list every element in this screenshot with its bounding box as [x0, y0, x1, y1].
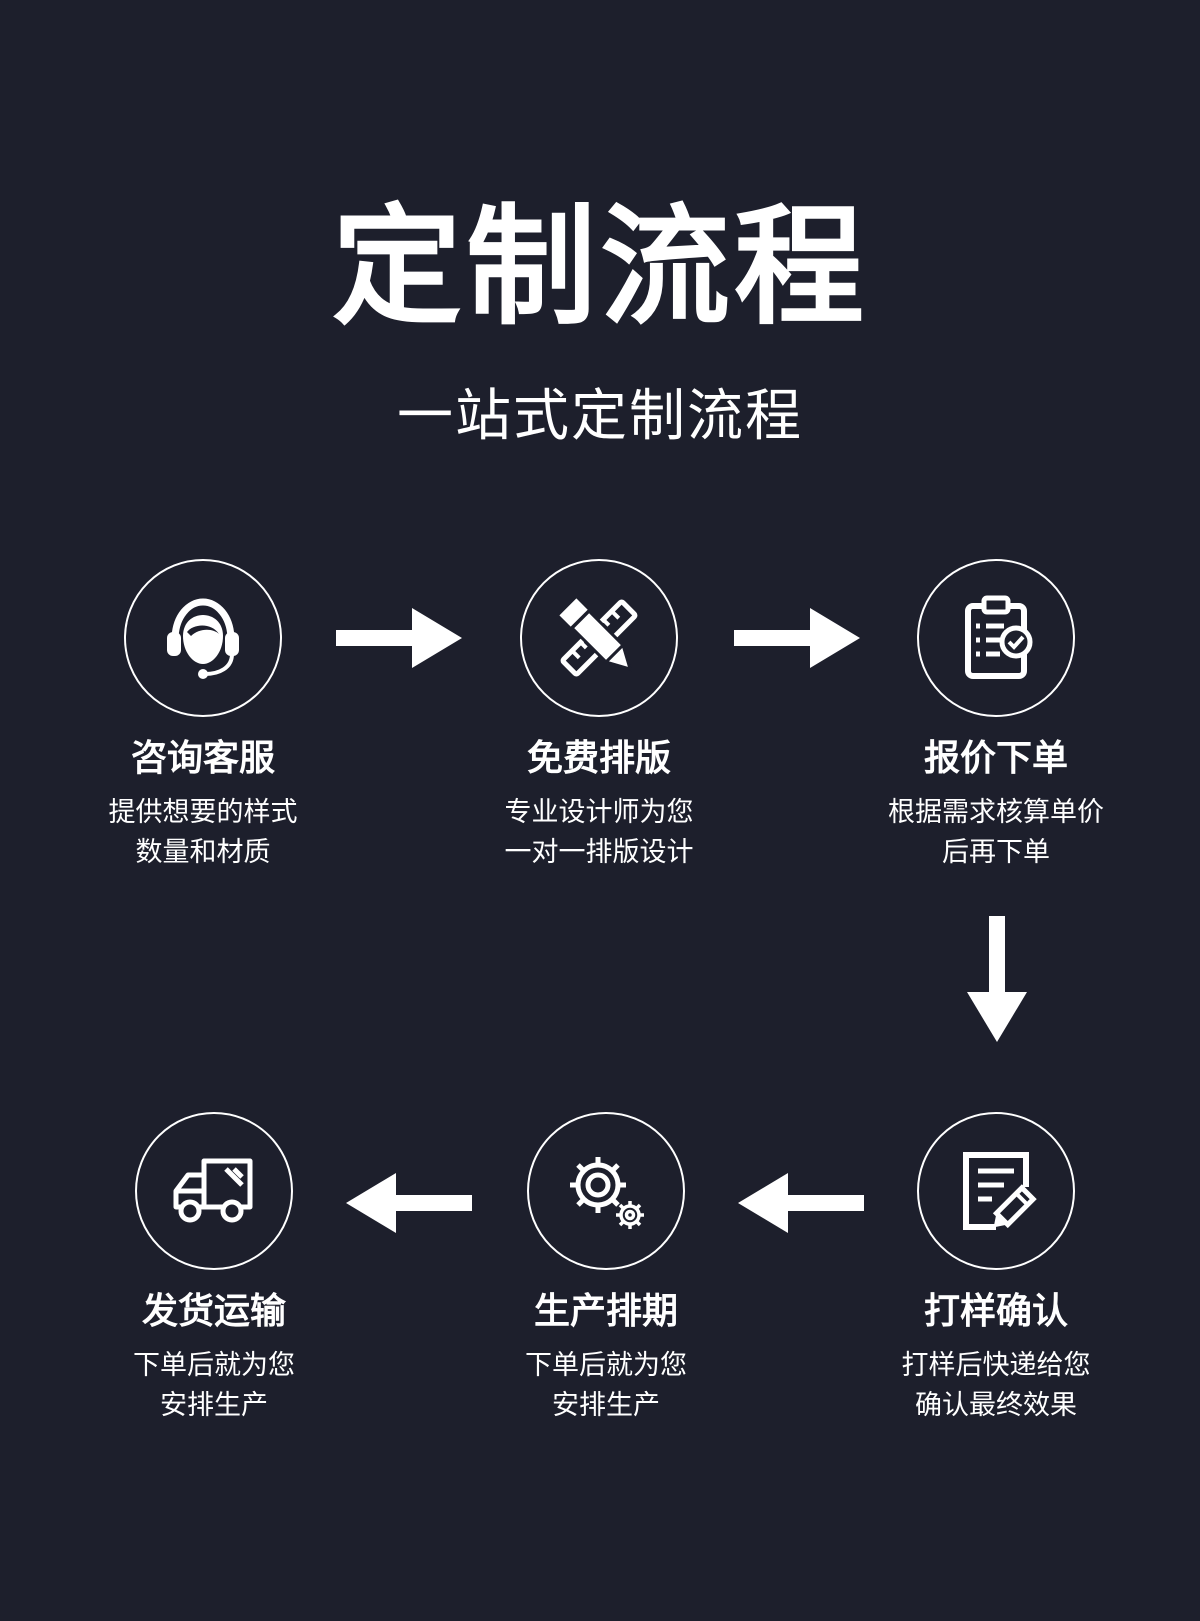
down-arrow-icon — [967, 916, 1027, 1042]
step-desc-line: 一对一排版设计 — [504, 837, 694, 868]
step-quote-order: 报价下单 根据需求核算单价 后再下单 — [856, 559, 1136, 873]
step-shipping: 发货运输 下单后就为您 安排生产 — [74, 1112, 354, 1426]
step-description: 打样后快递给您 确认最终效果 — [856, 1346, 1136, 1426]
step-production-schedule: 生产排期 下单后就为您 安排生产 — [466, 1112, 746, 1426]
step-icon-circle — [135, 1112, 293, 1270]
step-desc-line: 安排生产 — [552, 1390, 660, 1421]
customer-service-headset-icon — [167, 598, 239, 679]
step-icon-circle — [124, 559, 282, 717]
step-icon-circle — [917, 1112, 1075, 1270]
step-desc-line: 下单后就为您 — [525, 1350, 687, 1381]
step-title: 打样确认 — [923, 1291, 1068, 1332]
step-description: 下单后就为您 安排生产 — [74, 1346, 354, 1426]
step-consult: 咨询客服 提供想要的样式 数量和材质 — [63, 559, 343, 873]
clipboard-check-icon — [965, 595, 1033, 679]
step-icon-circle — [527, 1112, 685, 1270]
step-desc-line: 专业设计师为您 — [504, 797, 694, 828]
step-desc-line: 打样后快递给您 — [901, 1350, 1091, 1381]
step-sample-confirm: 打样确认 打样后快递给您 确认最终效果 — [856, 1112, 1136, 1426]
step-description: 提供想要的样式 数量和材质 — [63, 793, 343, 873]
document-edit-icon — [963, 1152, 1037, 1230]
step-title: 咨询客服 — [130, 738, 275, 779]
right-arrow-icon — [734, 608, 860, 668]
step-icon-circle — [917, 559, 1075, 717]
step-description: 下单后就为您 安排生产 — [466, 1346, 746, 1426]
pencil-ruler-icon — [559, 598, 638, 677]
page-subtitle: 一站式定制流程 — [397, 384, 803, 449]
right-arrow-icon — [336, 608, 462, 668]
step-description: 专业设计师为您 一对一排版设计 — [459, 793, 739, 873]
step-desc-line: 确认最终效果 — [915, 1390, 1077, 1421]
step-desc-line: 下单后就为您 — [133, 1350, 295, 1381]
step-free-layout: 免费排版 专业设计师为您 一对一排版设计 — [459, 559, 739, 873]
page-title: 定制流程 — [331, 191, 868, 343]
step-desc-line: 提供想要的样式 — [108, 797, 298, 828]
delivery-truck-icon — [173, 1158, 253, 1223]
step-desc-line: 后再下单 — [942, 837, 1050, 868]
gears-icon — [570, 1157, 644, 1229]
step-description: 根据需求核算单价 后再下单 — [856, 793, 1136, 873]
step-title: 报价下单 — [923, 738, 1068, 779]
step-desc-line: 数量和材质 — [135, 837, 271, 868]
step-title: 生产排期 — [533, 1291, 678, 1332]
step-desc-line: 根据需求核算单价 — [888, 797, 1104, 828]
step-desc-line: 安排生产 — [160, 1390, 268, 1421]
left-arrow-icon — [346, 1173, 472, 1233]
step-title: 免费排版 — [526, 738, 671, 779]
left-arrow-icon — [738, 1173, 864, 1233]
step-title: 发货运输 — [141, 1291, 286, 1332]
step-icon-circle — [520, 559, 678, 717]
